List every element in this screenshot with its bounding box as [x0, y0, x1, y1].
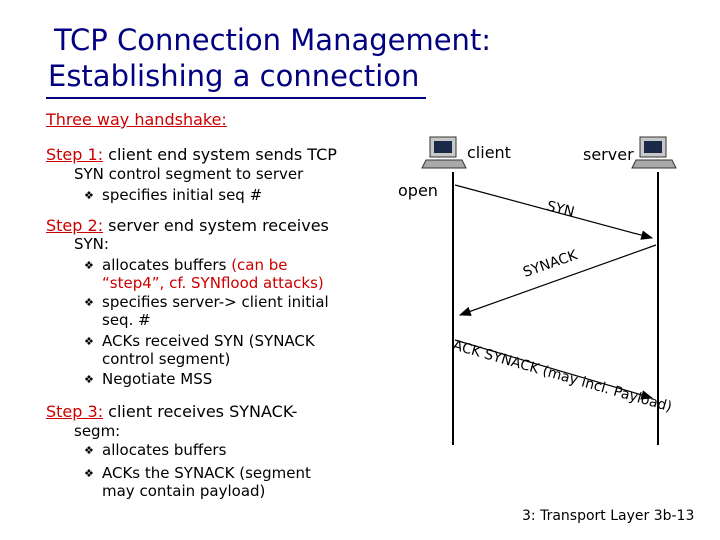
step3-bullet2: ACKs the SYNACK (segment — [102, 464, 311, 482]
synack-arrow — [458, 244, 657, 316]
step2-bullet1-note: (can be — [231, 256, 288, 274]
syn-arrow — [454, 184, 654, 240]
step1-bullet1: specifies initial seq # — [102, 186, 263, 204]
step3-text-b: segm: — [74, 422, 121, 440]
step1-text-b: SYN control segment to server — [74, 165, 304, 183]
step3-text: client receives SYNACK- — [103, 402, 298, 421]
bullet-icon: ❖ — [84, 467, 94, 480]
computer-icon — [631, 136, 677, 169]
title-underline — [46, 97, 426, 99]
page-title-line2: Establishing a connection — [48, 59, 420, 93]
server-label: server — [583, 145, 634, 164]
step2-bullet3: ACKs received SYN (SYNACK — [102, 332, 315, 350]
bullet-icon: ❖ — [84, 259, 94, 272]
step2-line: Step 2: server end system receives — [46, 216, 329, 236]
step2-bullet3-b: control segment) — [102, 350, 231, 368]
page-title-line1: TCP Connection Management: — [54, 23, 492, 57]
bullet-icon: ❖ — [84, 444, 94, 457]
step2-bullet2: specifies server-> client initial — [102, 293, 329, 311]
syn-label: SYN — [545, 198, 576, 220]
bullet-icon: ❖ — [84, 296, 94, 309]
open-label: open — [398, 181, 438, 200]
ack-label: ACK SYNACK (may incl. Payload) — [451, 337, 674, 415]
step2-text: server end system receives — [103, 216, 329, 235]
computer-icon — [421, 136, 467, 169]
step2-bullet4: Negotiate MSS — [102, 370, 213, 388]
footer-slide-number: 3: Transport Layer 3b-13 — [522, 508, 695, 524]
step2-bullet2-b: seq. # — [102, 311, 151, 329]
step3-bullet1: allocates buffers — [102, 441, 227, 459]
bullet-icon: ❖ — [84, 335, 94, 348]
bullet-icon: ❖ — [84, 189, 94, 202]
ack-arrow — [454, 339, 654, 400]
step2-bullet1-text: allocates buffers — [102, 256, 232, 274]
step2-text-b: SYN: — [74, 235, 109, 253]
bullet-icon: ❖ — [84, 373, 94, 386]
step1-line: Step 1: client end system sends TCP — [46, 145, 337, 165]
client-label: client — [467, 143, 511, 162]
step1-label: Step 1: — [46, 145, 104, 164]
step2-bullet1: allocates buffers (can be — [102, 255, 288, 275]
step3-label: Step 3: — [46, 402, 104, 421]
step3-line: Step 3: client receives SYNACK- — [46, 402, 297, 422]
handshake-heading: Three way handshake: — [46, 110, 227, 129]
step2-bullet1-note-b: “step4”, cf. SYNflood attacks) — [102, 274, 324, 292]
step2-label: Step 2: — [46, 216, 104, 235]
step1-text: client end system sends TCP — [103, 145, 337, 164]
step3-bullet2-b: may contain payload) — [102, 482, 266, 500]
